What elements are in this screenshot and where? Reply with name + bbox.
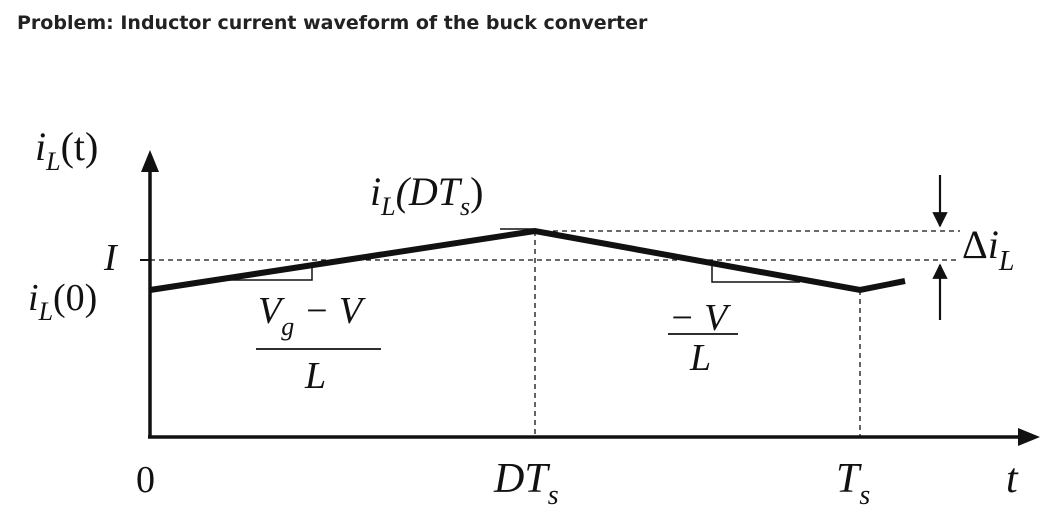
falling-slope-triangle [711,262,800,283]
x-axis-arrowhead [1018,428,1040,446]
x-axis-label: t [1006,456,1019,502]
rising-slope-numerator: Vg − V [258,290,366,341]
initial-current-label: iL(0) [28,277,97,326]
ripple-label: ΔiL [962,222,1014,277]
y-axis-label: iL(t) [35,124,98,176]
rising-slope-denominator: L [304,355,326,397]
rising-slope-triangle [224,264,313,281]
falling-slope-denominator: L [689,337,711,379]
average-current-label: I [103,237,119,279]
falling-slope-numerator: − V [669,297,731,339]
peak-current-label: iL(DTs) [370,169,484,221]
inductor-current-waveform [149,227,906,294]
x-zero-label: 0 [136,459,155,501]
y-axis-arrowhead [141,150,159,172]
x-ts-label: Ts [836,456,870,511]
problem-title: Problem: Inductor current waveform of th… [17,12,648,34]
x-dts-label: DTs [493,456,559,511]
